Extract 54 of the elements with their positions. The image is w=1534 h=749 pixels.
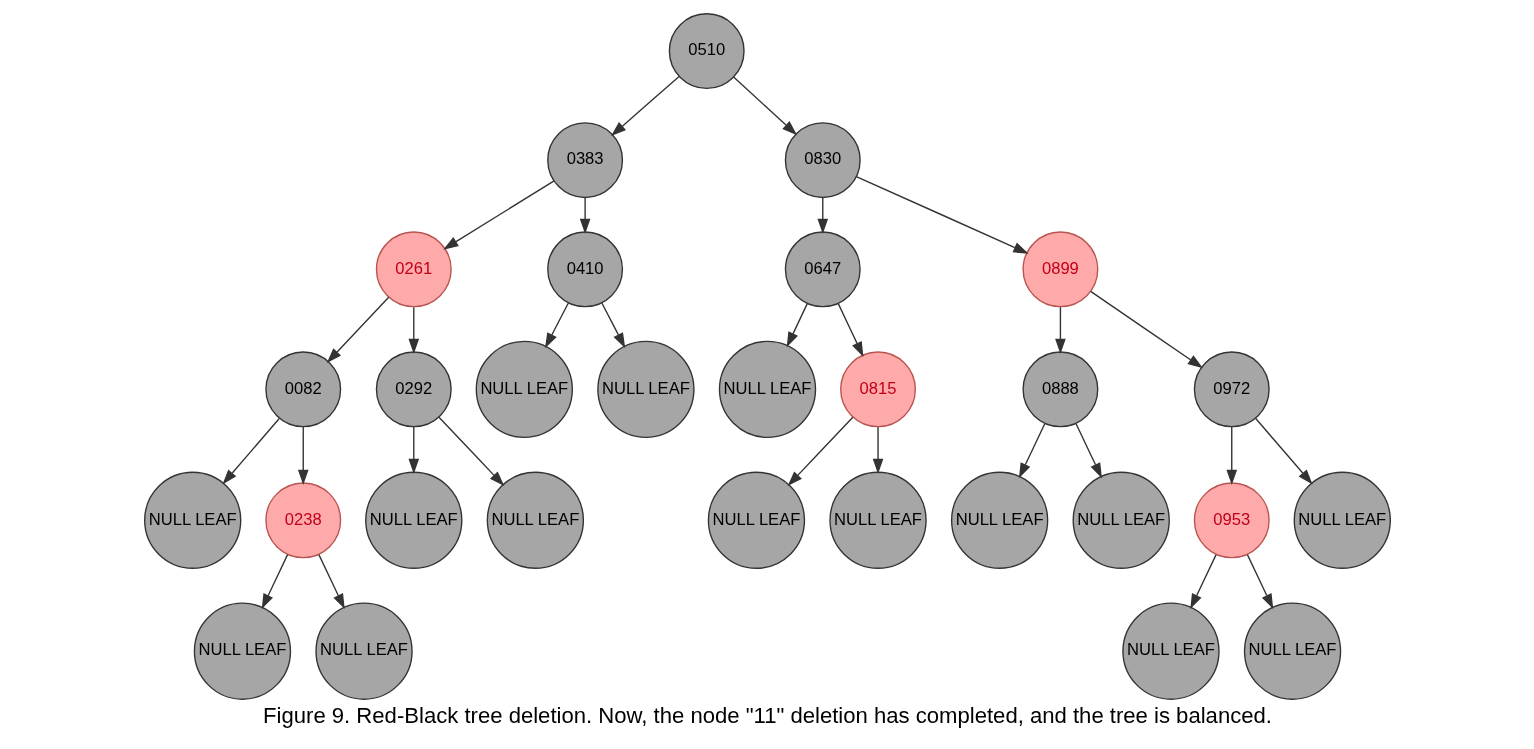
node-circle: 0383 [546, 122, 623, 199]
node-circle: 0261 [375, 231, 452, 308]
arrow [855, 175, 1029, 254]
node-circle: NULL LEAF [1121, 602, 1220, 700]
node-circle: 0647 [784, 231, 861, 308]
node-circle: NULL LEAF [364, 471, 462, 569]
arrow [326, 296, 389, 363]
node-circle: NULL LEAF [596, 340, 695, 439]
arrow [1254, 417, 1313, 485]
node-circle: 0292 [375, 351, 452, 428]
arrow [1225, 426, 1237, 485]
arrow [407, 426, 419, 474]
arrow [786, 302, 808, 348]
node-circle: 0899 [1021, 231, 1098, 308]
arrow [579, 196, 590, 235]
arrow [1018, 423, 1045, 479]
arrow [221, 417, 280, 485]
arrow [297, 426, 309, 485]
arrow [872, 426, 883, 474]
caption: Figure 9. Red-Black tree deletion. Now, the node "11" deletion has completed, and the tree is balanced. [262, 702, 1272, 728]
node-circle: 0953 [1193, 482, 1270, 559]
node-circle: NULL LEAF [193, 602, 291, 700]
arrow [544, 302, 569, 349]
arrow [836, 302, 863, 357]
node-circle: 0082 [264, 351, 341, 428]
node-circle: 0888 [1021, 351, 1098, 428]
arrow [437, 416, 504, 487]
node-circle: 0972 [1193, 351, 1270, 428]
node-circle: NULL LEAF [950, 471, 1048, 569]
arrow [1189, 553, 1217, 610]
arrow [787, 416, 854, 487]
arrow [261, 553, 288, 610]
arrow [816, 196, 828, 235]
node-circle: NULL LEAF [475, 340, 573, 439]
arrow [407, 306, 419, 355]
node-circle: 0238 [264, 482, 341, 559]
node-circle: 0510 [668, 13, 745, 89]
arrow [442, 180, 554, 250]
arrow [1089, 290, 1203, 369]
node-circle: NULL LEAF [1243, 602, 1341, 700]
node-circle: NULL LEAF [718, 340, 816, 439]
node-circle: 0815 [839, 351, 916, 428]
arrow [1246, 553, 1273, 610]
node-circle: 0410 [546, 231, 623, 308]
node-circle: NULL LEAF [314, 602, 413, 700]
arrow [1074, 423, 1102, 479]
arrow [317, 553, 345, 610]
arrow [610, 75, 680, 137]
arrow [1054, 306, 1066, 355]
node-circle: NULL LEAF [828, 471, 927, 569]
node-circle: 0830 [784, 122, 861, 199]
arrow [732, 76, 797, 136]
node-circle: NULL LEAF [1072, 471, 1170, 569]
arrow [600, 302, 625, 349]
